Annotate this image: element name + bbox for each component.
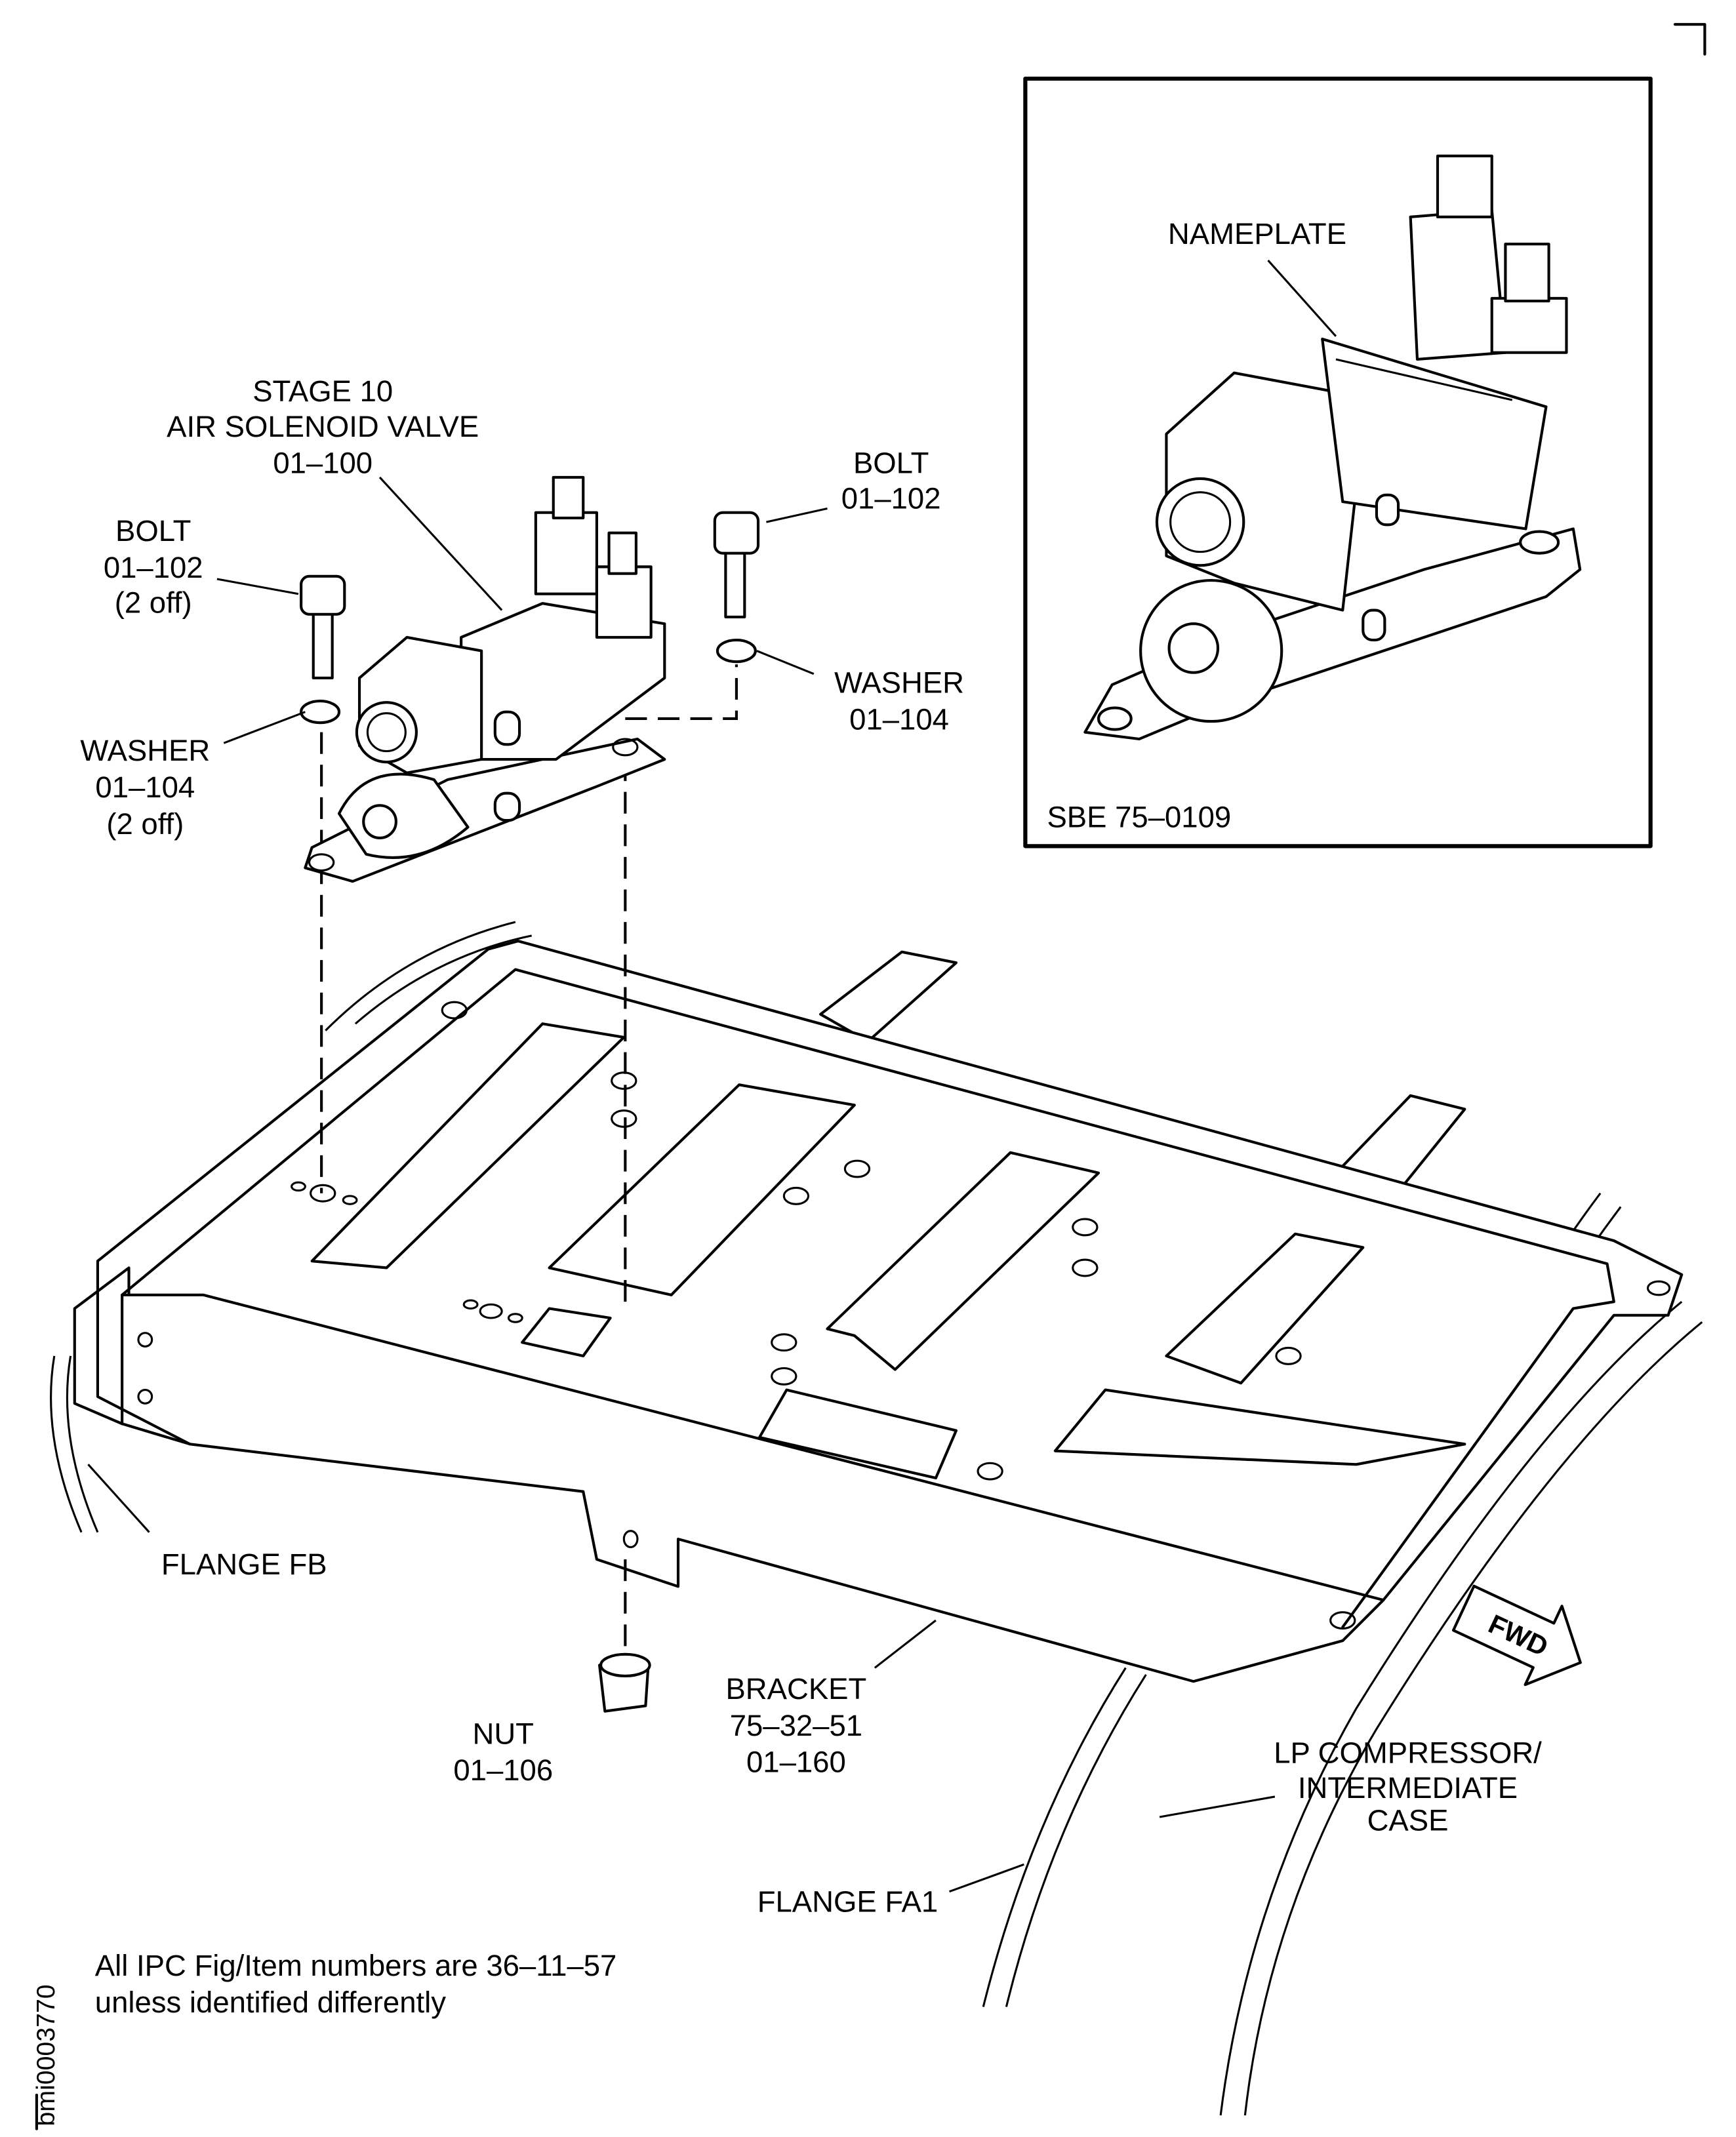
flange-fb-label: FLANGE FB (161, 1548, 327, 1581)
bracket-label-1: BRACKET (725, 1672, 866, 1706)
valve-label-line3: 01–100 (273, 447, 373, 480)
note-line1: All IPC Fig/Item numbers are 36–11–57 (95, 1949, 617, 1982)
leader-lines (87, 476, 1276, 1893)
solenoid-valve-drawing (304, 475, 666, 883)
lp-case-label-3: CASE (1367, 1804, 1449, 1837)
bolt-left-label-3: (2 off) (115, 586, 192, 620)
washer-right-label-1: WASHER (834, 666, 964, 700)
bracket-plate (73, 940, 1684, 1683)
bolt-right (724, 548, 746, 618)
inset-panel: NAMEPLATE SBE 75–0109 (1023, 76, 1653, 849)
figure-id: bmi0003770 (31, 1984, 60, 2126)
washer-left-label-2: 01–104 (95, 770, 195, 804)
assembly-lines (320, 664, 738, 1654)
fwd-arrow: FWD (1451, 1584, 1582, 1687)
bolt-right-label-2: 01–102 (841, 481, 941, 515)
washer-right (716, 638, 757, 664)
corner-mark (1673, 23, 1706, 56)
nameplate-label: NAMEPLATE (1168, 217, 1346, 250)
sbe-reference: SBE 75–0109 (1047, 800, 1231, 833)
lp-case-label-2: INTERMEDIATE (1298, 1771, 1518, 1805)
flange-fa1-label: FLANGE FA1 (757, 1885, 939, 1919)
bolt-left-label-1: BOLT (115, 514, 191, 548)
valve-label-line1: STAGE 10 (252, 374, 393, 408)
bracket-holes (137, 1001, 1671, 1630)
washer-left (300, 700, 341, 725)
nut-label-1: NUT (472, 1717, 533, 1750)
note-line2: unless identified differently (95, 1986, 446, 2019)
bolt-left (312, 609, 334, 680)
bracket-label-3: 01–160 (746, 1746, 846, 1779)
fasteners (300, 511, 760, 1713)
washer-right-label-2: 01–104 (849, 703, 949, 736)
nut-label-2: 01–106 (453, 1753, 553, 1787)
bolt-left-label-2: 01–102 (104, 551, 203, 584)
lp-case-label-1: LP COMPRESSOR/ (1274, 1736, 1542, 1769)
bolt-right-label-1: BOLT (853, 447, 929, 480)
washer-left-label-3: (2 off) (106, 807, 184, 841)
bracket-label-2: 75–32–51 (730, 1709, 862, 1742)
washer-left-label-1: WASHER (80, 734, 210, 767)
valve-label-line2: AIR SOLENOID VALVE (167, 410, 479, 443)
